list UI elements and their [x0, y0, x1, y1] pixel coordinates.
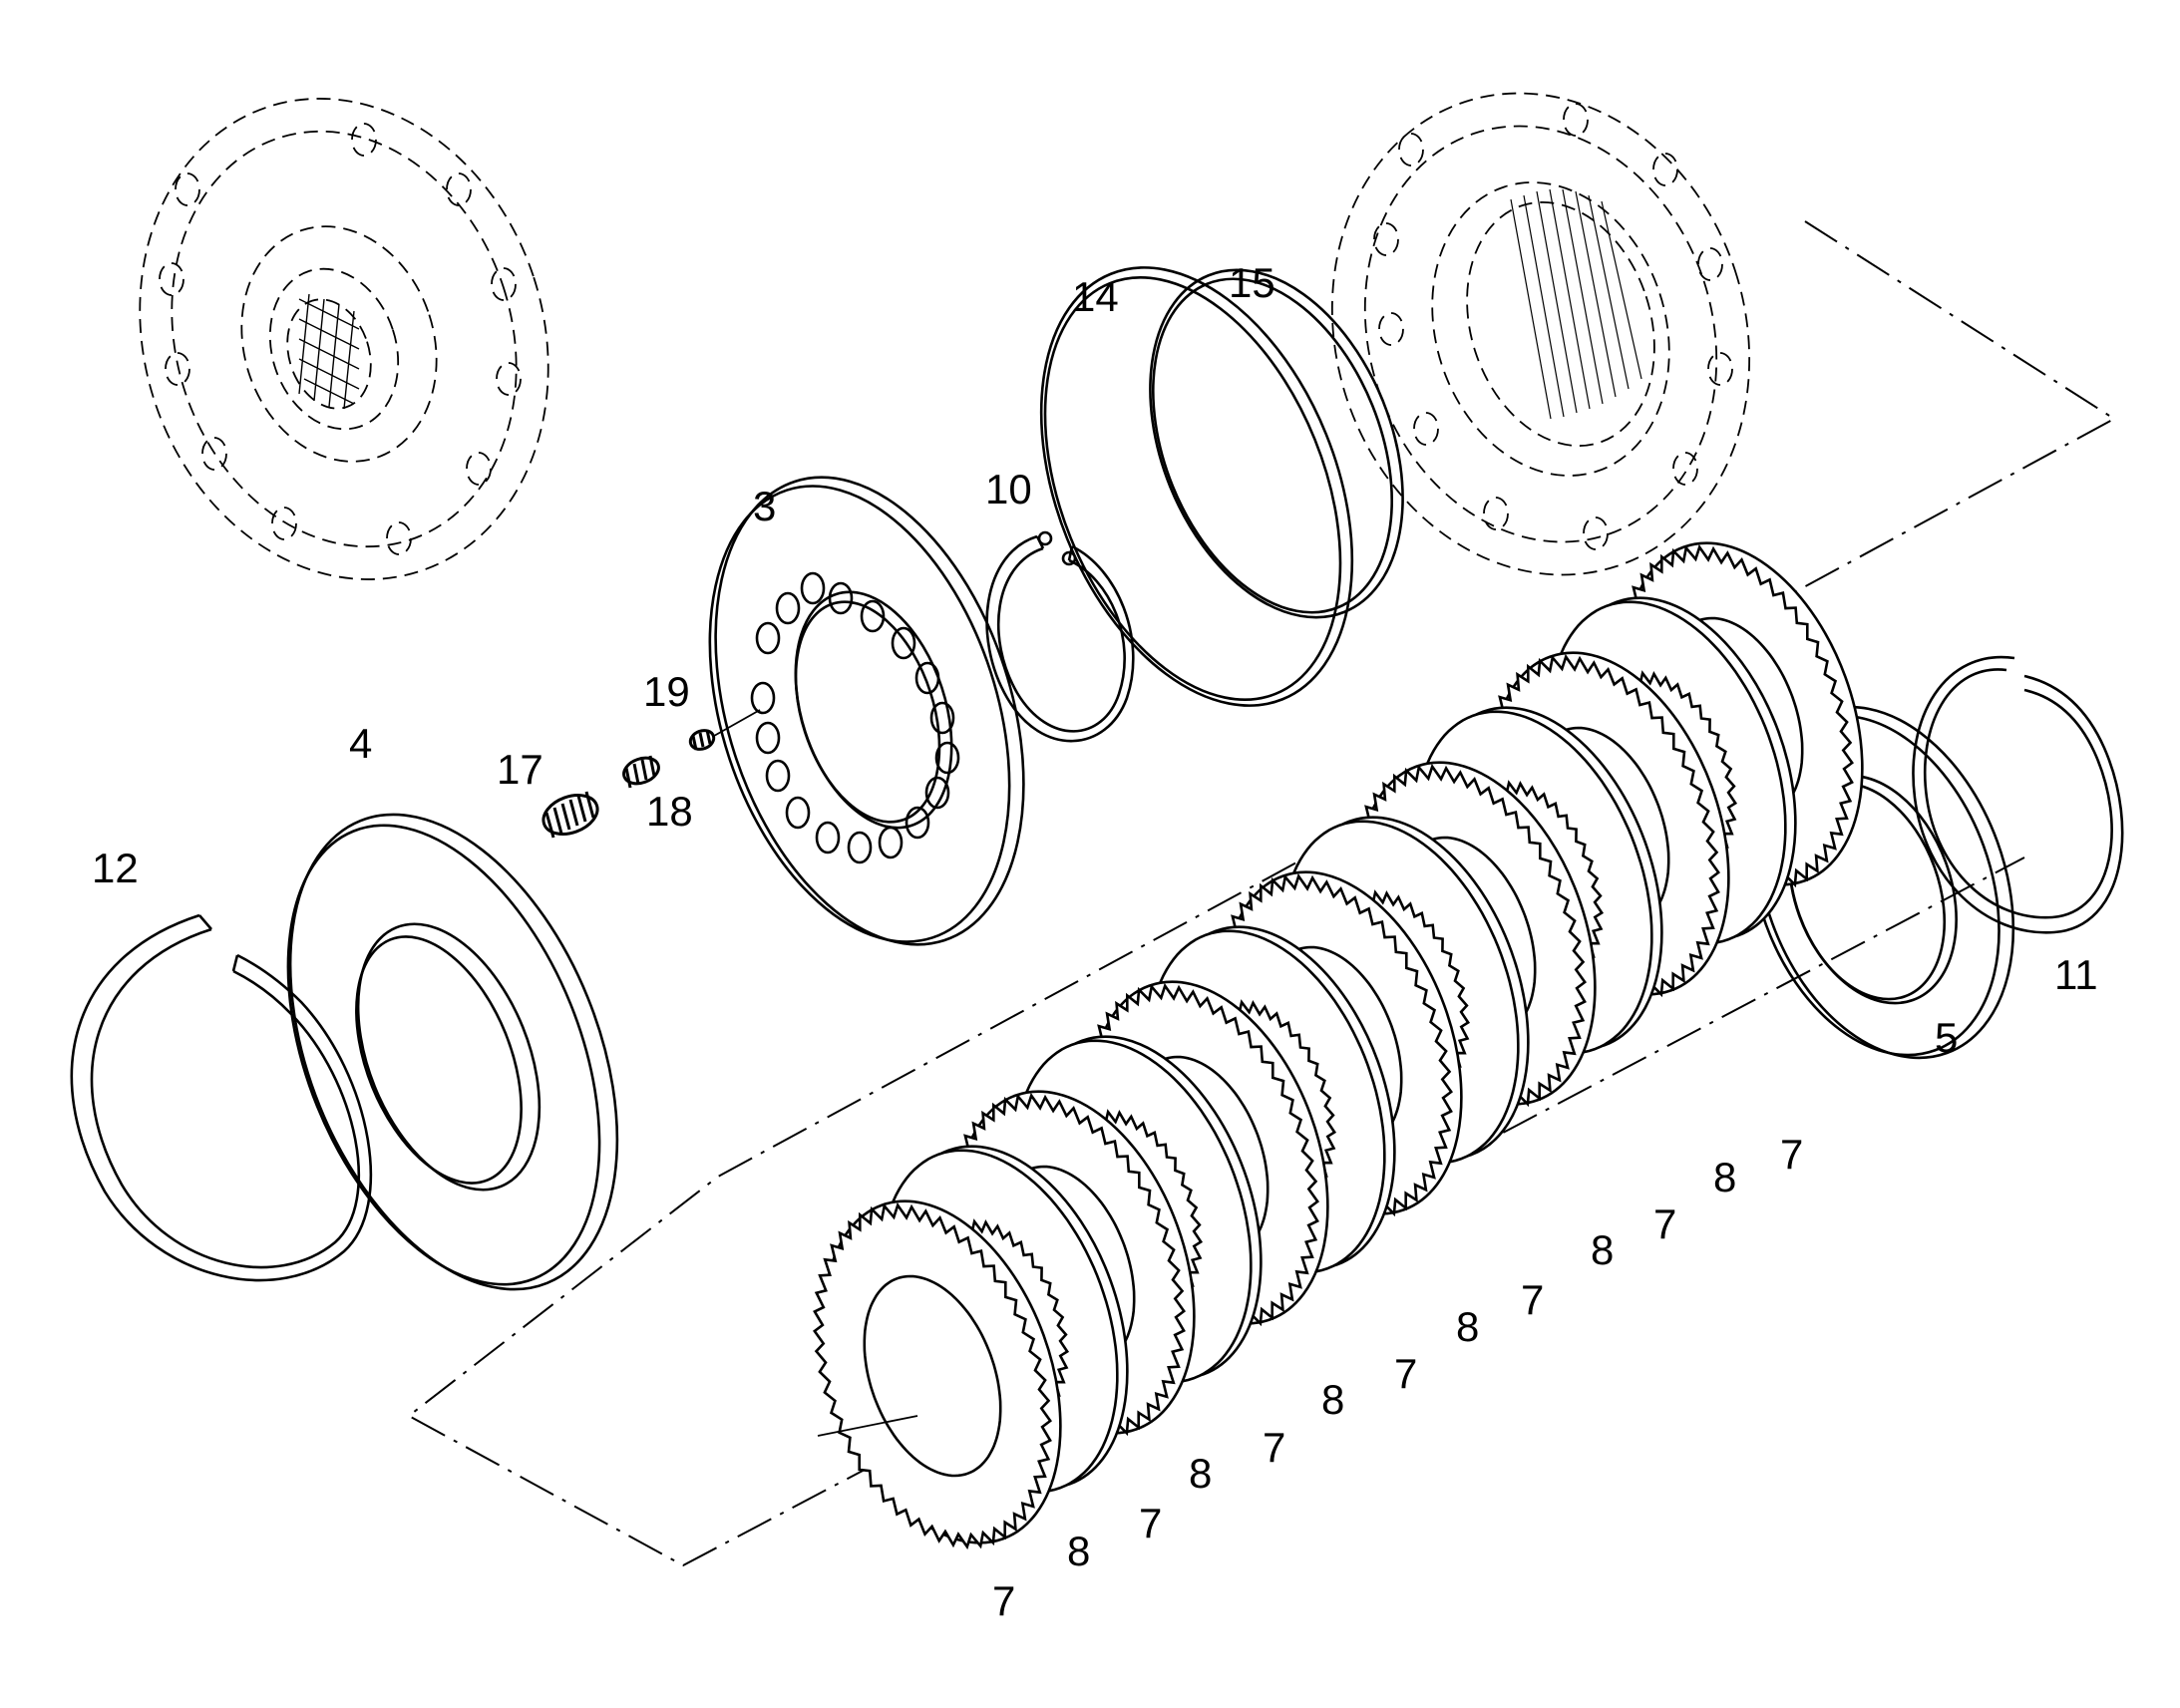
left-housing-phantom — [139, 98, 549, 580]
retainer-plate-3 — [708, 476, 1025, 946]
seal-ring-14 — [1039, 266, 1354, 707]
callout-8: 8 — [1591, 1226, 1614, 1273]
piston-disc-4 — [286, 813, 619, 1291]
callout-14: 14 — [1072, 273, 1119, 320]
spring-19 — [688, 729, 716, 751]
callout-8: 8 — [1189, 1450, 1212, 1497]
callout-7: 7 — [1780, 1131, 1803, 1178]
left-housing-spline-pattern — [298, 293, 360, 410]
snap-ring-12 — [70, 913, 373, 1282]
clutch-disc-stack — [813, 541, 1864, 1550]
callout-7: 7 — [1653, 1200, 1676, 1247]
callout-8: 8 — [1067, 1528, 1090, 1574]
spring-17 — [542, 791, 599, 839]
callout-3: 3 — [753, 483, 776, 529]
callout-8: 8 — [1321, 1376, 1344, 1423]
snap-ring-11 — [1912, 655, 2124, 934]
snap-ring-10 — [985, 530, 1135, 743]
spring-18 — [622, 755, 660, 789]
callout-11: 11 — [2054, 951, 2098, 998]
seal-ring-15 — [1149, 268, 1404, 619]
right-housing-internal-spline — [1510, 188, 1642, 420]
callout-12: 12 — [92, 845, 139, 891]
callout-7: 7 — [992, 1577, 1015, 1624]
right-housing-bolt-holes — [1373, 103, 1733, 550]
callout-7: 7 — [1394, 1350, 1417, 1397]
friction-plate-7 — [813, 1199, 1062, 1550]
callout-8: 8 — [1713, 1154, 1736, 1200]
callout-7: 7 — [1263, 1424, 1285, 1471]
callout-8: 8 — [1456, 1303, 1479, 1350]
retainer-plate-holes — [750, 571, 960, 864]
plate-outer-teeth — [813, 1201, 1052, 1550]
leader-lines — [713, 709, 918, 1437]
callout-4: 4 — [349, 720, 372, 767]
callout-7: 7 — [1139, 1500, 1162, 1546]
callout-18: 18 — [646, 788, 693, 835]
callout-17: 17 — [497, 746, 544, 793]
plate-inner-bore — [863, 1274, 1002, 1478]
callout-10: 10 — [985, 466, 1032, 512]
callout-19: 19 — [643, 668, 690, 715]
callout-7: 7 — [1521, 1276, 1544, 1323]
callout-15: 15 — [1229, 259, 1275, 306]
callouts: 3 4 5 10 11 12 14 15 17 18 19 — [92, 259, 2098, 1061]
stack-callouts: 7 8 7 8 7 8 7 8 7 8 7 8 7 — [992, 1131, 1803, 1624]
callout-5: 5 — [1935, 1014, 1958, 1061]
left-housing-bolt-holes — [159, 123, 522, 555]
